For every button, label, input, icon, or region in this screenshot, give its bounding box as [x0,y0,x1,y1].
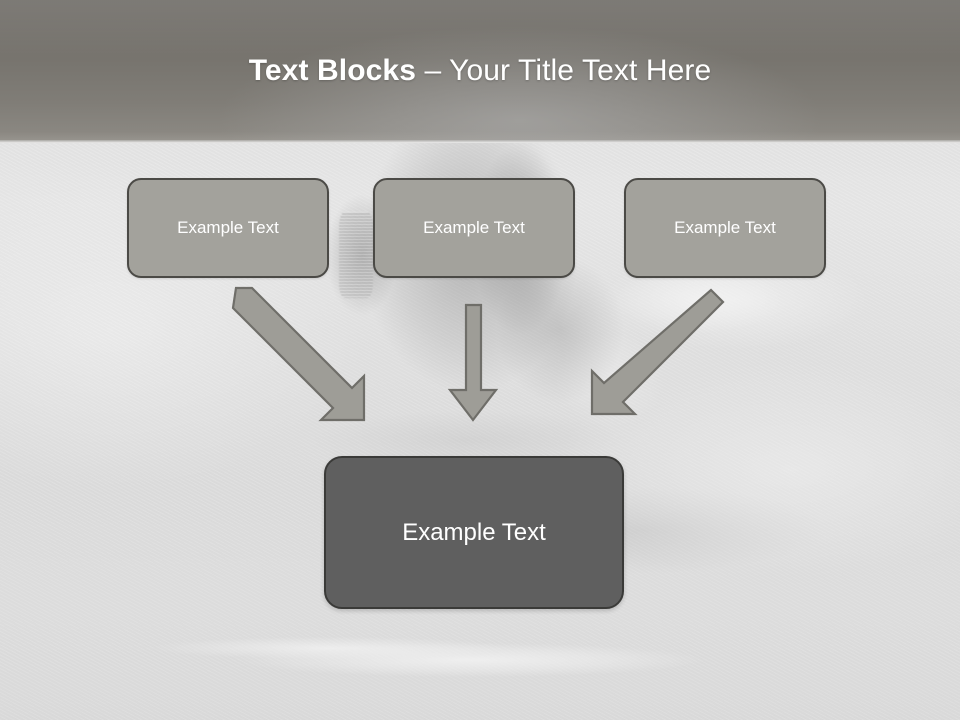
text-block-2[interactable]: Example Text [373,178,575,278]
text-block-1[interactable]: Example Text [127,178,329,278]
header-band [0,0,960,143]
result-text-block-label: Example Text [402,518,546,546]
text-block-2-label: Example Text [423,218,525,237]
result-text-block[interactable]: Example Text [324,456,624,609]
page-title-regular: – Your Title Text Here [424,54,712,87]
page-title: Text Blocks – Your Title Text Here [0,52,960,90]
page-title-bold: Text Blocks [248,54,425,87]
text-block-1-label: Example Text [177,218,279,237]
text-block-3-label: Example Text [674,218,776,237]
text-block-3[interactable]: Example Text [624,178,826,278]
